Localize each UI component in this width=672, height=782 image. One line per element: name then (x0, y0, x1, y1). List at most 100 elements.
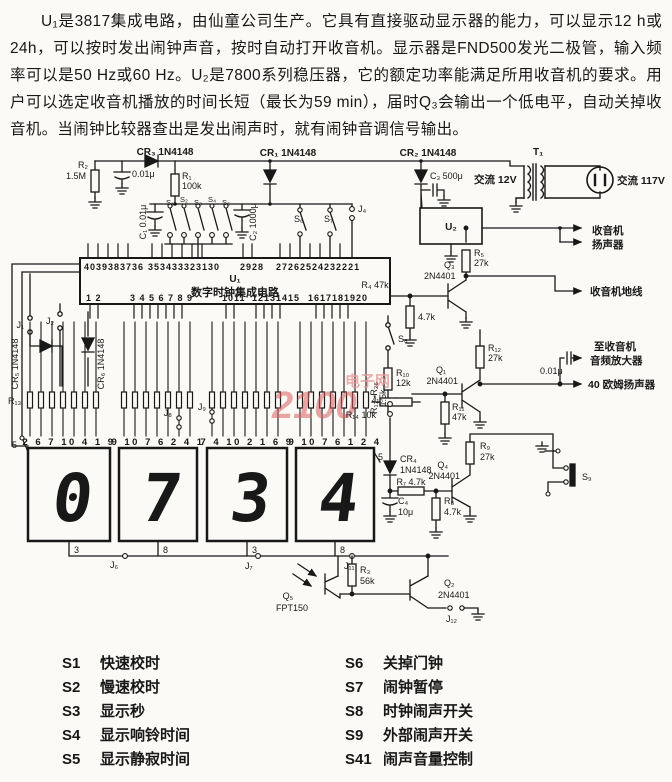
legend-text: 闹钟暂停 (383, 679, 444, 696)
u1-desc: 数字时钟集成电路 (191, 285, 280, 299)
r12-label: R₁₂ (488, 343, 502, 353)
legend-id: S2 (62, 679, 81, 696)
legend-item-s2: S2 慢速校时 (62, 676, 190, 700)
cr2-label: CR₂ 1N4148 (400, 148, 457, 159)
u1-pins-top-2: 353433323130 (148, 262, 220, 272)
j11-label: J₁₁ (344, 561, 355, 571)
display3-pins: 7 4 10 2 1 6 9 (200, 437, 293, 448)
top-jumper-circles (167, 203, 355, 238)
r11-value: 47k (452, 412, 467, 422)
c1-label: C₁ 0.01μ (138, 205, 148, 240)
j9-label: J₉ (198, 402, 207, 412)
legend-text: 显示秒 (100, 703, 146, 720)
legend-id: S4 (62, 727, 81, 744)
watermark-small: 电子网 (345, 372, 390, 390)
q3-type: 2N4401 (424, 271, 456, 281)
radio-speaker-label1: 收音机 (592, 224, 624, 237)
c0-value: 0.01μ (132, 169, 155, 179)
display4-bottom-pin: 8 (340, 545, 345, 555)
q4-label: Q₄ (437, 460, 448, 470)
c5-value: 0.01μ (540, 366, 563, 376)
cr5-label: CR₅ 1N4148 (10, 339, 20, 390)
legend-id: S7 (345, 679, 364, 696)
q1-circuit (371, 315, 581, 435)
c4-value: 10μ (398, 507, 413, 517)
display1-pins: 2 6 7 10 4 1 9 (22, 437, 115, 448)
j1-label: J₁ (16, 320, 24, 330)
s6-label: S₆ (294, 214, 304, 224)
u1-pins-bot-2: 3 4 5 6 7 8 9 (130, 293, 193, 303)
r9-label: R₉ (480, 441, 490, 451)
r2-value: 1.5M (66, 171, 86, 181)
legend-id: S41 (345, 751, 372, 768)
r8-label: R₈ (444, 496, 454, 506)
r10-value: 12k (396, 378, 411, 388)
r14-label: R₁₄ 10k (346, 410, 377, 420)
display4-right-pin: 5 (378, 452, 383, 462)
legend-text: 关掉门钟 (383, 655, 444, 672)
j10-label: J₁₀ (372, 394, 384, 404)
ac117-label: 交流 117V (617, 174, 665, 187)
display2-pins: 9 10 7 6 2 4 1 (111, 437, 204, 448)
c2-label: C₂ 1000μ (248, 203, 258, 241)
cr6-label: CR₆ 1N4148 (96, 339, 106, 390)
digit-3: 3 (226, 460, 275, 537)
u1-name: U₁ (229, 274, 240, 285)
legend-text: 时钟闹声开关 (383, 703, 474, 720)
r12-value: 27k (488, 353, 503, 363)
r9-value: 27k (480, 452, 495, 462)
display1-bottom-pin: 3 (74, 545, 79, 555)
legend-text: 快速校时 (100, 655, 161, 672)
r13-label: R₁₃ (8, 396, 22, 406)
component-labels: R₂ 1.5M 0.01μ CR₃ 1N4148 R₁ 100k C₁ 0.01… (8, 147, 665, 624)
watermark-big: 2100 (271, 385, 357, 427)
legend-item-s4: S4 显示响铃时间 (62, 724, 190, 748)
s8-label: S₈ (398, 334, 408, 344)
j2-label: J₂ (46, 316, 55, 326)
r4-label: R₄ 47k (361, 280, 389, 290)
s4-label: S₄ (208, 195, 216, 204)
j4-label: J₄ (358, 204, 367, 214)
s9-label: S₉ (582, 472, 592, 482)
legend-text: 显示响铃时间 (100, 727, 191, 744)
s1-label: S₁ (166, 198, 174, 207)
description-paragraph: U₁是3817集成电路，由仙童公司生产。它具有直接驱动显示器的能力，可以显示12… (10, 13, 662, 138)
u1-pins-bot-1: 1 2 (86, 293, 102, 303)
transformer-t1 (515, 163, 614, 203)
q1-type: 2N4401 (426, 376, 458, 386)
display-digits: 0 7 3 4 (48, 460, 363, 537)
legend-id: S6 (345, 655, 364, 672)
phototransistor-circuit (292, 553, 479, 611)
t1-label: T₁ (533, 147, 543, 158)
u1-pins-top-3: 2928 (240, 262, 264, 272)
radio-speaker-label2: 扬声器 (592, 238, 624, 251)
s5-label: S₅ (222, 198, 230, 207)
q2-label: Q₂ (444, 578, 455, 588)
legend-item-s8: S8 时钟闹声开关 (345, 700, 473, 724)
r6-value: 4.7k (418, 312, 436, 322)
circuit-schematic: 0 7 3 4 (0, 146, 672, 651)
q1-label: Q₁ (436, 365, 446, 375)
digit-1: 0 (48, 460, 97, 537)
digit-2: 7 (137, 460, 186, 537)
radio-ground-label: 收音机地线 (590, 285, 643, 298)
to-amp-label2: 音频放大器 (590, 354, 643, 367)
r3-value: 56k (360, 576, 375, 586)
legend-id: S8 (345, 703, 364, 720)
r2-label: R₂ (78, 160, 88, 170)
s7-label: S₇ (324, 214, 333, 224)
digit-4: 4 (314, 460, 363, 537)
u1-pins-top-4: 27262524232221 (276, 262, 360, 272)
legend-text: 外部闹声开关 (383, 727, 474, 744)
seven-segment-displays: 0 7 3 4 (19, 435, 449, 577)
u1-pins-bot-3: 1011 (222, 293, 246, 303)
schematic-svg: 0 7 3 4 (8, 147, 665, 624)
r1-label: R₁ (182, 171, 192, 181)
j12-label: J₁₂ (446, 614, 458, 624)
u1-pins-bot-4: 12131415 (252, 293, 300, 303)
u2-regulator (419, 207, 581, 253)
display1-left-pin: 5 (12, 440, 17, 450)
legend-text: 慢速校时 (100, 679, 161, 696)
